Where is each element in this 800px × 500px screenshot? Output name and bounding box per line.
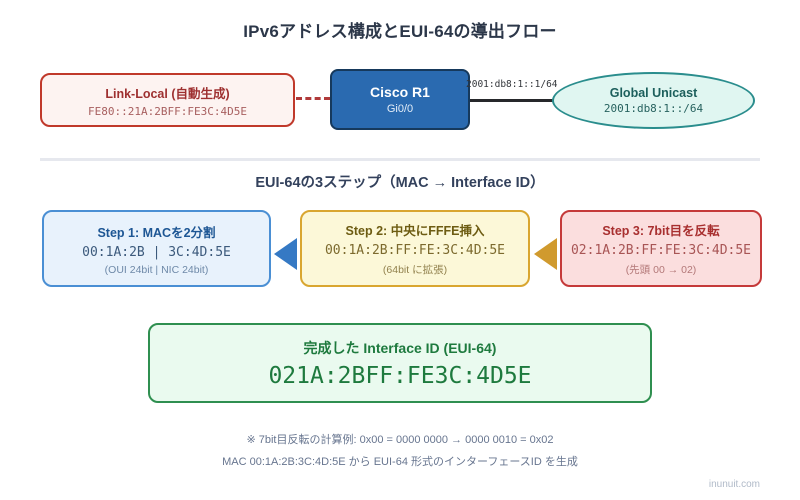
step2-title: Step 2: 中央にFFFE挿入: [345, 224, 485, 238]
global-unicast-address: 2001:db8:1::/64: [603, 102, 704, 115]
link-local-address: FE80::21A:2BFF:FE3C:4D5E: [88, 104, 247, 118]
step1-box: Step 1: MACを2分割 00:1A:2B | 3C:4D:5E (OUI…: [42, 210, 271, 287]
global-unicast-title: Global Unicast: [609, 86, 698, 100]
note-summary: MAC 00:1A:2B:3C:4D:5E から EUI-64 形式のインターフ…: [222, 456, 578, 468]
dashed-link-line: [296, 97, 330, 100]
watermark: inunuit.com: [708, 479, 760, 490]
arrow-left-blue-icon: [274, 238, 297, 270]
router-interface: Gi0/0: [386, 103, 414, 115]
step3-box: Step 3: 7bit目を反転 02:1A:2B:FF:FE:3C:4D:5E…: [560, 210, 762, 287]
step1-caption: (OUI 24bit | NIC 24bit): [104, 263, 209, 276]
page-title: IPv6アドレス構成とEUI-64の導出フロー: [243, 22, 557, 41]
global-unicast-ellipse: Global Unicast 2001:db8:1::/64: [552, 72, 755, 129]
result-box: 完成した Interface ID (EUI-64) 021A:2BFF:FE3…: [148, 323, 652, 403]
step3-caption: (先頭 00 → 02): [625, 264, 697, 276]
step3-title: Step 3: 7bit目を反転: [602, 224, 720, 238]
result-value: 021A:2BFF:FE3C:4D5E: [268, 362, 532, 389]
link-local-title: Link-Local (自動生成): [105, 86, 230, 101]
router-node: Cisco R1 Gi0/0: [330, 69, 470, 130]
link-address-label: 2001:db8:1::1/64: [466, 79, 558, 90]
router-name: Cisco R1: [370, 84, 430, 100]
step2-value: 00:1A:2B:FF:FE:3C:4D:5E: [324, 243, 505, 258]
step2-box: Step 2: 中央にFFFE挿入 00:1A:2B:FF:FE:3C:4D:5…: [300, 210, 530, 287]
step2-caption: (64bit に拡張): [382, 264, 448, 276]
section-divider: [40, 158, 760, 161]
step1-title: Step 1: MACを2分割: [97, 225, 216, 240]
steps-heading: EUI-64の3ステップ（MAC → Interface ID）: [255, 175, 545, 191]
result-title: 完成した Interface ID (EUI-64): [303, 339, 497, 356]
arrow-left-gold-icon: [534, 238, 557, 270]
link-local-box: Link-Local (自動生成) FE80::21A:2BFF:FE3C:4D…: [40, 73, 295, 127]
step3-value: 02:1A:2B:FF:FE:3C:4D:5E: [570, 243, 751, 258]
note-calculation: ※ 7bit目反転の計算例: 0x00 = 0000 0000 → 0000 0…: [246, 434, 554, 446]
solid-link-line: [470, 99, 555, 102]
step1-value: 00:1A:2B | 3C:4D:5E: [82, 244, 231, 260]
